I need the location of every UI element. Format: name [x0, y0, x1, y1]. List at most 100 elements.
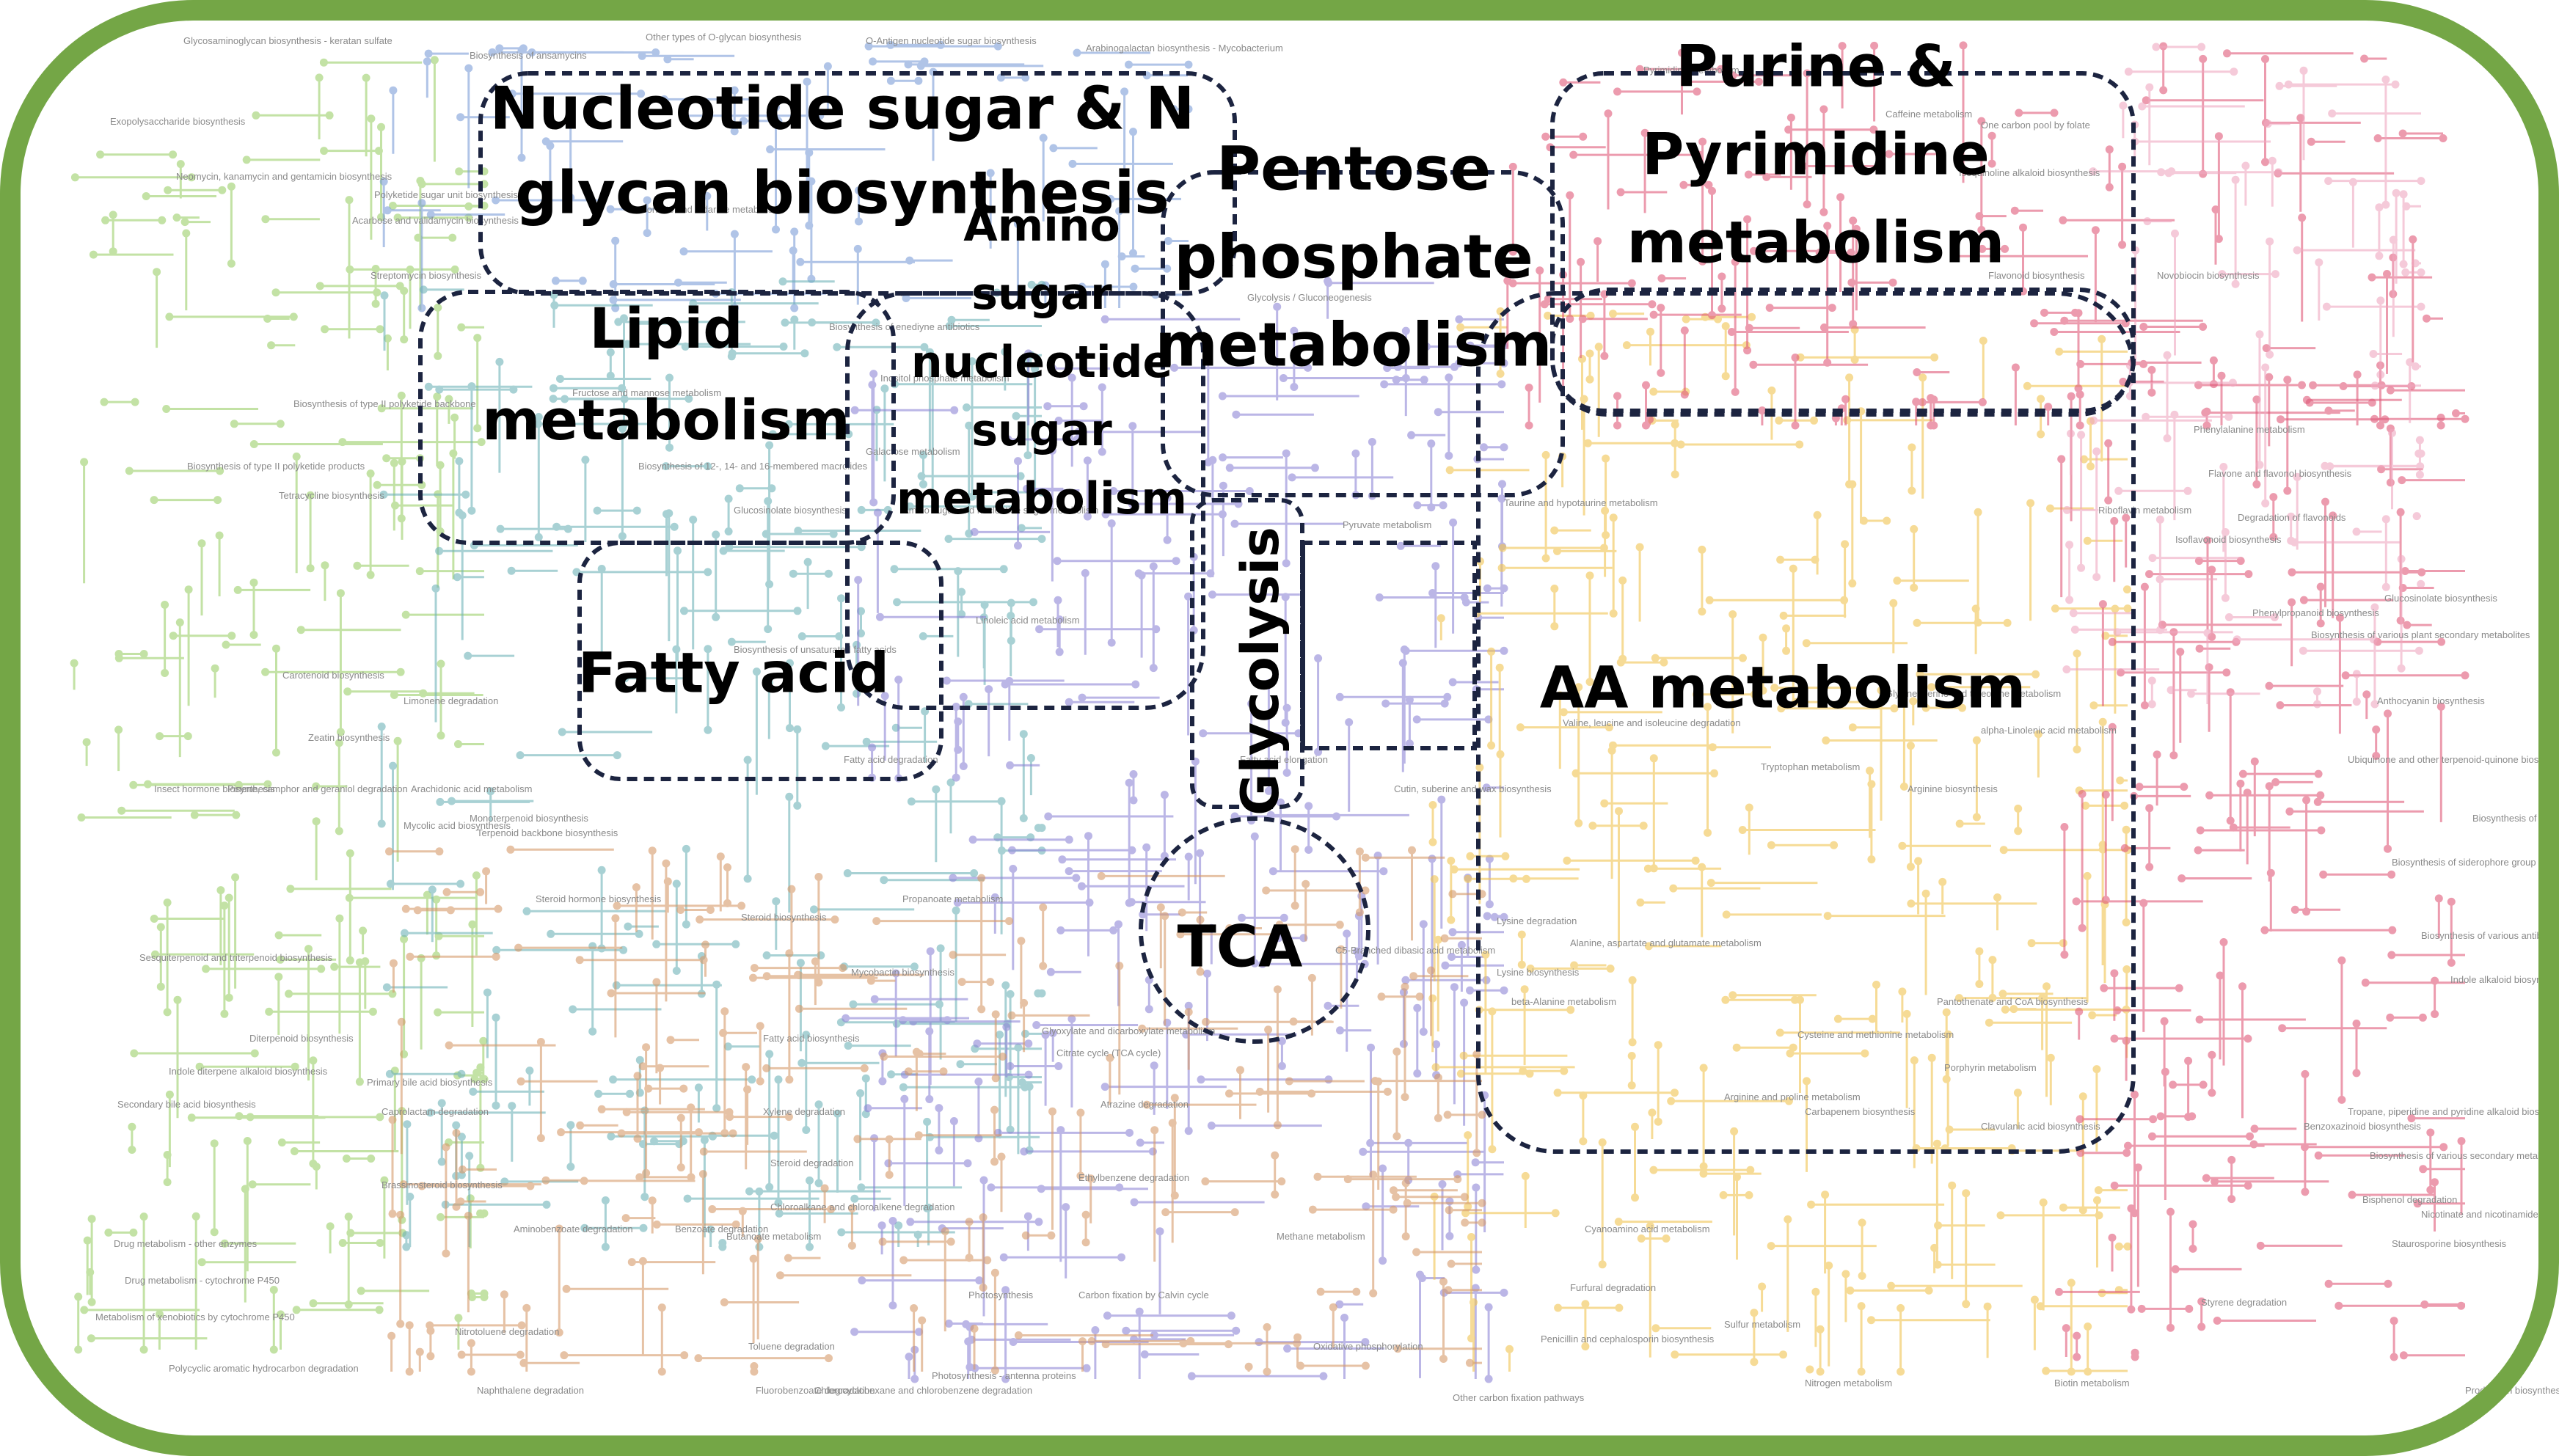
compound-node: [1921, 703, 1930, 712]
compound-node: [1739, 654, 1747, 662]
compound-node: [1079, 402, 1088, 411]
compound-node: [2313, 700, 2321, 709]
compound-node: [1738, 826, 1747, 834]
compound-node: [862, 737, 871, 746]
compound-node: [2194, 846, 2202, 855]
compound-node: [419, 285, 428, 294]
compound-node: [2142, 412, 2150, 421]
compound-node: [1916, 670, 1924, 678]
pathway-label: Fatty acid degradation: [844, 754, 938, 765]
compound-node: [1403, 1199, 1412, 1207]
compound-node: [1551, 1209, 1560, 1218]
compound-node: [2337, 956, 2346, 965]
compound-node: [1828, 304, 1836, 312]
compound-node: [2180, 783, 2189, 791]
compound-node: [1125, 1128, 1134, 1137]
compound-node: [766, 145, 775, 154]
fatty-acid-outline: [577, 541, 943, 781]
compound-node: [820, 1184, 829, 1193]
compound-node: [1578, 354, 1586, 363]
compound-node: [861, 1074, 870, 1083]
compound-node: [456, 1197, 465, 1206]
compound-node: [811, 957, 819, 966]
compound-node: [1942, 1075, 1951, 1083]
compound-node: [2065, 596, 2074, 604]
compound-node: [1196, 967, 1205, 976]
pathway-label: Degradation of flavonoids: [2238, 512, 2346, 523]
pathway-label: Zeatin biosynthesis: [308, 732, 390, 743]
pathway-label: Biosynthesis of various secondary metabo…: [2370, 1150, 2559, 1161]
compound-node: [2076, 421, 2084, 430]
compound-node: [1361, 1361, 1370, 1370]
compound-node: [125, 467, 134, 475]
compound-node: [368, 1007, 377, 1016]
compound-node: [2250, 757, 2259, 766]
pathway-label: O-Antigen nucleotide sugar biosynthesis: [866, 35, 1037, 46]
compound-node: [467, 382, 476, 391]
compound-node: [2111, 604, 2120, 613]
compound-node: [1525, 1069, 1534, 1078]
compound-node: [182, 229, 191, 238]
compound-node: [1472, 1050, 1481, 1058]
compound-node: [963, 403, 971, 411]
compound-node: [765, 1050, 774, 1058]
compound-node: [946, 1237, 955, 1246]
compound-node: [2316, 619, 2325, 628]
compound-node: [2076, 359, 2085, 368]
compound-node: [597, 866, 606, 874]
compound-node: [2171, 229, 2179, 238]
compound-node: [2026, 499, 2035, 508]
compound-node: [902, 294, 910, 302]
pathway-label: Neomycin, kanamycin and gentamicin biosy…: [176, 171, 393, 182]
compound-node: [1962, 1189, 1971, 1198]
compound-node: [740, 117, 748, 125]
compound-node: [708, 1205, 717, 1213]
compound-node: [285, 989, 293, 998]
compound-node: [373, 480, 382, 489]
compound-node: [516, 1350, 525, 1359]
compound-node: [2262, 344, 2271, 353]
compound-node: [1899, 782, 1908, 791]
region-label-pentose-phosphate: Pentose: [1216, 135, 1491, 205]
compound-node: [729, 1129, 737, 1138]
compound-node: [2051, 604, 2059, 613]
compound-node: [1361, 886, 1370, 895]
compound-node: [1553, 546, 1561, 555]
compound-node: [689, 299, 698, 308]
pathway-label: Phenylalanine metabolism: [2194, 424, 2305, 435]
compound-node: [2076, 1115, 2084, 1124]
compound-node: [1838, 42, 1847, 51]
compound-node: [1642, 421, 1650, 430]
compound-node: [342, 1155, 351, 1163]
compound-node: [465, 1152, 474, 1160]
compound-node: [2412, 512, 2421, 521]
compound-node: [2387, 870, 2396, 879]
compound-node: [1974, 508, 1982, 516]
compound-node: [1924, 1286, 1933, 1295]
compound-node: [1037, 280, 1046, 289]
compound-node: [1948, 1181, 1957, 1190]
compound-node: [1114, 920, 1122, 929]
compound-node: [233, 585, 242, 594]
compound-node: [516, 751, 525, 760]
compound-node: [1097, 871, 1106, 880]
compound-node: [1032, 1021, 1041, 1029]
compound-node: [1613, 87, 1621, 96]
compound-node: [1219, 453, 1227, 462]
compound-node: [2060, 316, 2069, 325]
compound-node: [990, 1268, 999, 1277]
compound-node: [905, 1353, 913, 1361]
compound-node: [1461, 598, 1470, 607]
compound-node: [2417, 449, 2425, 458]
compound-node: [2288, 598, 2296, 607]
compound-node: [1822, 736, 1830, 745]
compound-node: [1039, 133, 1048, 142]
compound-node: [158, 216, 167, 224]
compound-node: [2037, 395, 2045, 403]
compound-node: [1085, 899, 1094, 907]
compound-node: [1721, 995, 1730, 1004]
compound-node: [267, 341, 276, 350]
compound-node: [1343, 1175, 1352, 1184]
compound-node: [1450, 362, 1459, 371]
compound-node: [1550, 526, 1559, 535]
